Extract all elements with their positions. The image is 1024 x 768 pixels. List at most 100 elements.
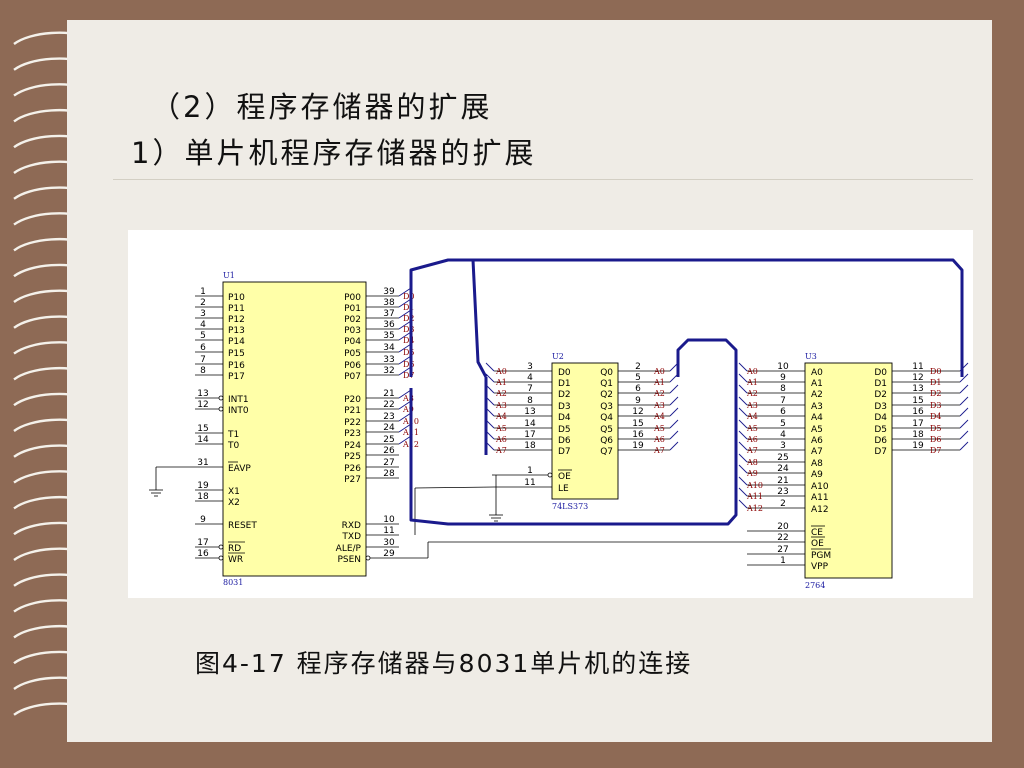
u2-pin-number: 11: [524, 478, 535, 488]
u3-pin-name: PGM: [811, 551, 831, 561]
u1-pin-number: 14: [197, 435, 209, 445]
u2-pin-name: LE: [558, 484, 569, 494]
u1-pin-name: INT0: [228, 406, 249, 416]
u1-pin-number: 36: [383, 320, 395, 330]
net-label-A9: A9: [402, 405, 414, 414]
u1-pin-number: 2: [200, 298, 206, 308]
heading-divider: [113, 179, 973, 180]
chip-u1-ref: U1: [223, 271, 235, 280]
u1-pin-number: 28: [383, 469, 395, 479]
net-label-D1: D1: [930, 378, 942, 387]
net-label-A0: A0: [495, 367, 507, 376]
u2-pin-name: D3: [558, 402, 571, 412]
u2-pin-number: 15: [632, 419, 643, 429]
u2-pin-name: D0: [558, 368, 571, 378]
u3-pin-number: 1: [780, 556, 786, 566]
u2-pin-number: 16: [632, 430, 644, 440]
net-label-D7: D7: [403, 371, 415, 380]
net-label-D0: D0: [403, 292, 415, 301]
u1-pin-name: P23: [344, 429, 361, 439]
bus-entry: [959, 430, 969, 440]
net-label-A3: A3: [653, 401, 665, 410]
u3-pin-number: 25: [777, 453, 788, 463]
u1-pin-name: P17: [228, 372, 245, 382]
net-label-A3: A3: [746, 401, 758, 410]
bus-entry: [669, 419, 679, 429]
net-label-A1: A1: [746, 378, 758, 387]
bus-entry: [398, 287, 412, 297]
u2-pin-name: D1: [558, 379, 571, 389]
u2-pin-name: Q5: [600, 425, 613, 435]
u1-pin-name: P27: [344, 475, 361, 485]
u3-pin-name: D7: [874, 447, 887, 457]
net-label-D2: D2: [403, 314, 415, 323]
u3-pin-name: A10: [811, 482, 829, 492]
u2-pin-name: Q7: [600, 447, 613, 457]
bus-entry: [959, 419, 969, 429]
net-label-A4: A4: [746, 412, 758, 421]
bus-entry: [398, 423, 412, 433]
net-label-A3: A3: [495, 401, 507, 410]
u3-pin-number: 5: [780, 419, 786, 429]
bus-entry: [738, 487, 748, 497]
bus-entry: [485, 373, 495, 383]
u1-pin-number: 32: [383, 366, 394, 376]
u2-pin-name: Q3: [600, 402, 613, 412]
u3-pin-number: 7: [780, 396, 786, 406]
bus-entry: [959, 396, 969, 406]
u1-pin-name: T0: [227, 441, 239, 451]
u3-pin-name: A9: [811, 470, 823, 480]
net-label-A11: A11: [746, 492, 763, 501]
u2-pin-number: 12: [632, 407, 643, 417]
u3-pin-name: A4: [811, 413, 823, 423]
u1-pin-number: 17: [197, 538, 208, 548]
address-bus-low-out: [676, 338, 738, 510]
bus-entry: [398, 389, 412, 399]
u2-pin-number: 13: [524, 407, 535, 417]
net-label-D5: D5: [403, 348, 415, 357]
u2-pin-number: 3: [527, 362, 533, 372]
u2-pin-number: 7: [527, 384, 533, 394]
u2-pin-number: 17: [524, 430, 535, 440]
bus-entry: [738, 441, 748, 451]
net-label-A2: A2: [653, 389, 665, 398]
u1-pin-name: P05: [344, 349, 361, 359]
bus-entry: [398, 331, 412, 341]
u3-pin-number: 6: [780, 407, 786, 417]
u1-pin-name: RD: [228, 544, 241, 554]
pin-bubble: [218, 544, 224, 550]
u3-pin-name: A3: [811, 402, 823, 412]
u2-pin-number: 4: [527, 373, 533, 383]
u1-pin-name: P10: [228, 293, 245, 303]
net-label-A4: A4: [495, 412, 507, 421]
u1-pin-name: P25: [344, 452, 361, 462]
u2-pin-number: 1: [527, 466, 533, 476]
u1-pin-number: 12: [197, 400, 208, 410]
u2-pin-number: 6: [635, 384, 641, 394]
u2-pin-number: 9: [635, 396, 641, 406]
u1-pin-name: P12: [228, 315, 245, 325]
slide-heading-2: 1）单片机程序存储器的扩展: [131, 136, 537, 170]
chip-u1-part: 8031: [223, 578, 243, 587]
u1-pin-number: 39: [383, 287, 395, 297]
u1-pin-number: 22: [383, 400, 394, 410]
u1-pin-number: 37: [383, 309, 394, 319]
bus-entry: [398, 320, 412, 330]
slide-heading-1: （2）程序存储器的扩展: [151, 90, 493, 124]
bus-entry: [398, 298, 412, 308]
net-label-A7: A7: [495, 446, 507, 455]
u1-pin-name: P03: [344, 326, 361, 336]
u3-pin-number: 9: [780, 373, 786, 383]
net-label-A5: A5: [653, 424, 665, 433]
u2-pin-name: Q0: [600, 368, 613, 378]
data-bus-branch: [471, 259, 488, 378]
circuit-svg: U180311P102P113P124P135P146P157P168P1713…: [149, 258, 969, 590]
u3-pin-number: 19: [912, 441, 924, 451]
u1-pin-number: 13: [197, 389, 208, 399]
u1-pin-name: P15: [228, 349, 245, 359]
net-label-D3: D3: [930, 401, 942, 410]
bus-entry: [669, 396, 679, 406]
u3-pin-name: A6: [811, 436, 823, 446]
bus-entry: [738, 453, 748, 463]
net-label-D6: D6: [930, 435, 942, 444]
